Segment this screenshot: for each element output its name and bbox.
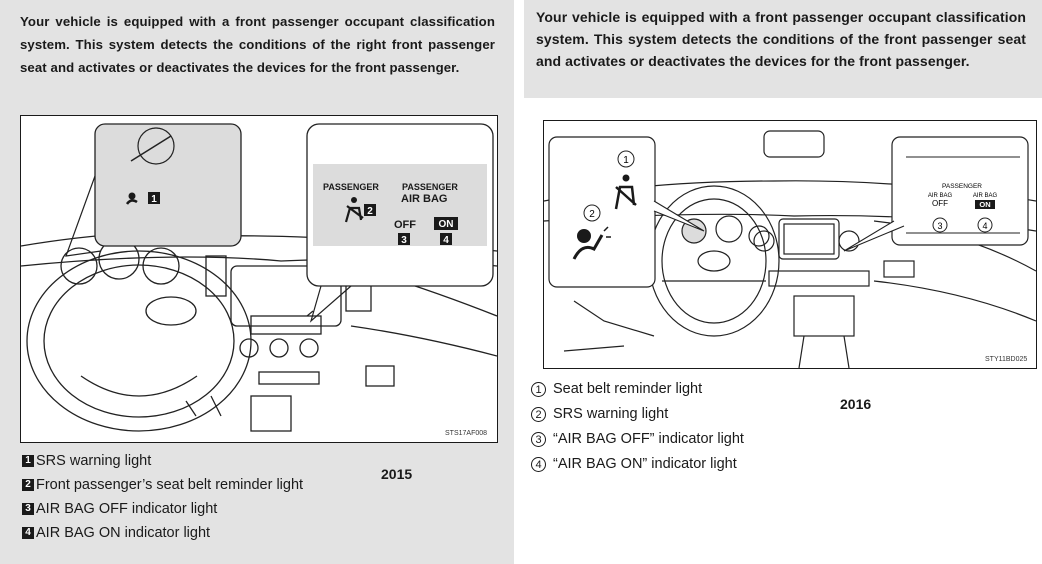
seatbelt-reminder-icon-2016: [614, 174, 637, 210]
dashboard-illustration-2016: 1 2 PASSENGER AIR BAG OFF AIR BAG ON 3 4: [544, 130, 1036, 368]
airbag-on-indicator: ON: [439, 219, 454, 230]
left-intro-text: Your vehicle is equipped with a front pa…: [20, 14, 495, 75]
srs-warning-icon: [125, 192, 138, 205]
airbag-off-label-2016: AIR BAG: [928, 193, 953, 199]
passenger-airbag-label-1: PASSENGER: [402, 182, 458, 192]
passenger-label-2016: PASSENGER: [942, 183, 982, 190]
passenger-label: PASSENGER: [323, 182, 379, 192]
legend-item-2016-3: 3“AIR BAG OFF” indicator light: [531, 431, 744, 447]
callout-circle-4: 4: [982, 221, 987, 231]
srs-warning-icon-2016: [572, 226, 611, 260]
airbag-off-indicator: OFF: [394, 219, 416, 231]
callout-number-1: 1: [151, 194, 157, 205]
callout-number-2: 2: [367, 206, 373, 217]
airbag-on-label-2016: AIR BAG: [973, 193, 998, 199]
airbag-off-indicator-2016: OFF: [932, 199, 948, 208]
passenger-airbag-label-2: AIR BAG: [401, 193, 447, 205]
callout-circle-3: 3: [937, 221, 942, 231]
year-label-2016: 2016: [840, 396, 872, 412]
figure-2016-dashboard: 1 2 PASSENGER AIR BAG OFF AIR BAG ON 3 4…: [543, 120, 1037, 369]
legend-item-2016-4: 4“AIR BAG ON” indicator light: [531, 456, 737, 472]
dashboard-illustration-2015: 1 PASSENGER PASSENGER AIR BAG 2 OFF ON 3…: [21, 123, 497, 432]
figure-2015-dashboard: 1 PASSENGER PASSENGER AIR BAG 2 OFF ON 3…: [20, 115, 498, 443]
figure-code-2016: STY11BD025: [985, 356, 1028, 363]
figure-code-2015: STS17AF008: [445, 430, 488, 437]
right-intro-text: Your vehicle is equipped with a front pa…: [536, 9, 1026, 69]
right-manual-header: [524, 0, 1042, 98]
airbag-on-indicator-2016: ON: [979, 200, 990, 209]
year-label-2015: 2015: [381, 466, 413, 482]
callout-circle-1: 1: [623, 155, 629, 166]
callout-circle-2: 2: [589, 209, 595, 220]
callout-number-3: 3: [401, 235, 407, 246]
seatbelt-reminder-icon: [344, 197, 364, 223]
callout-number-4: 4: [443, 235, 449, 246]
